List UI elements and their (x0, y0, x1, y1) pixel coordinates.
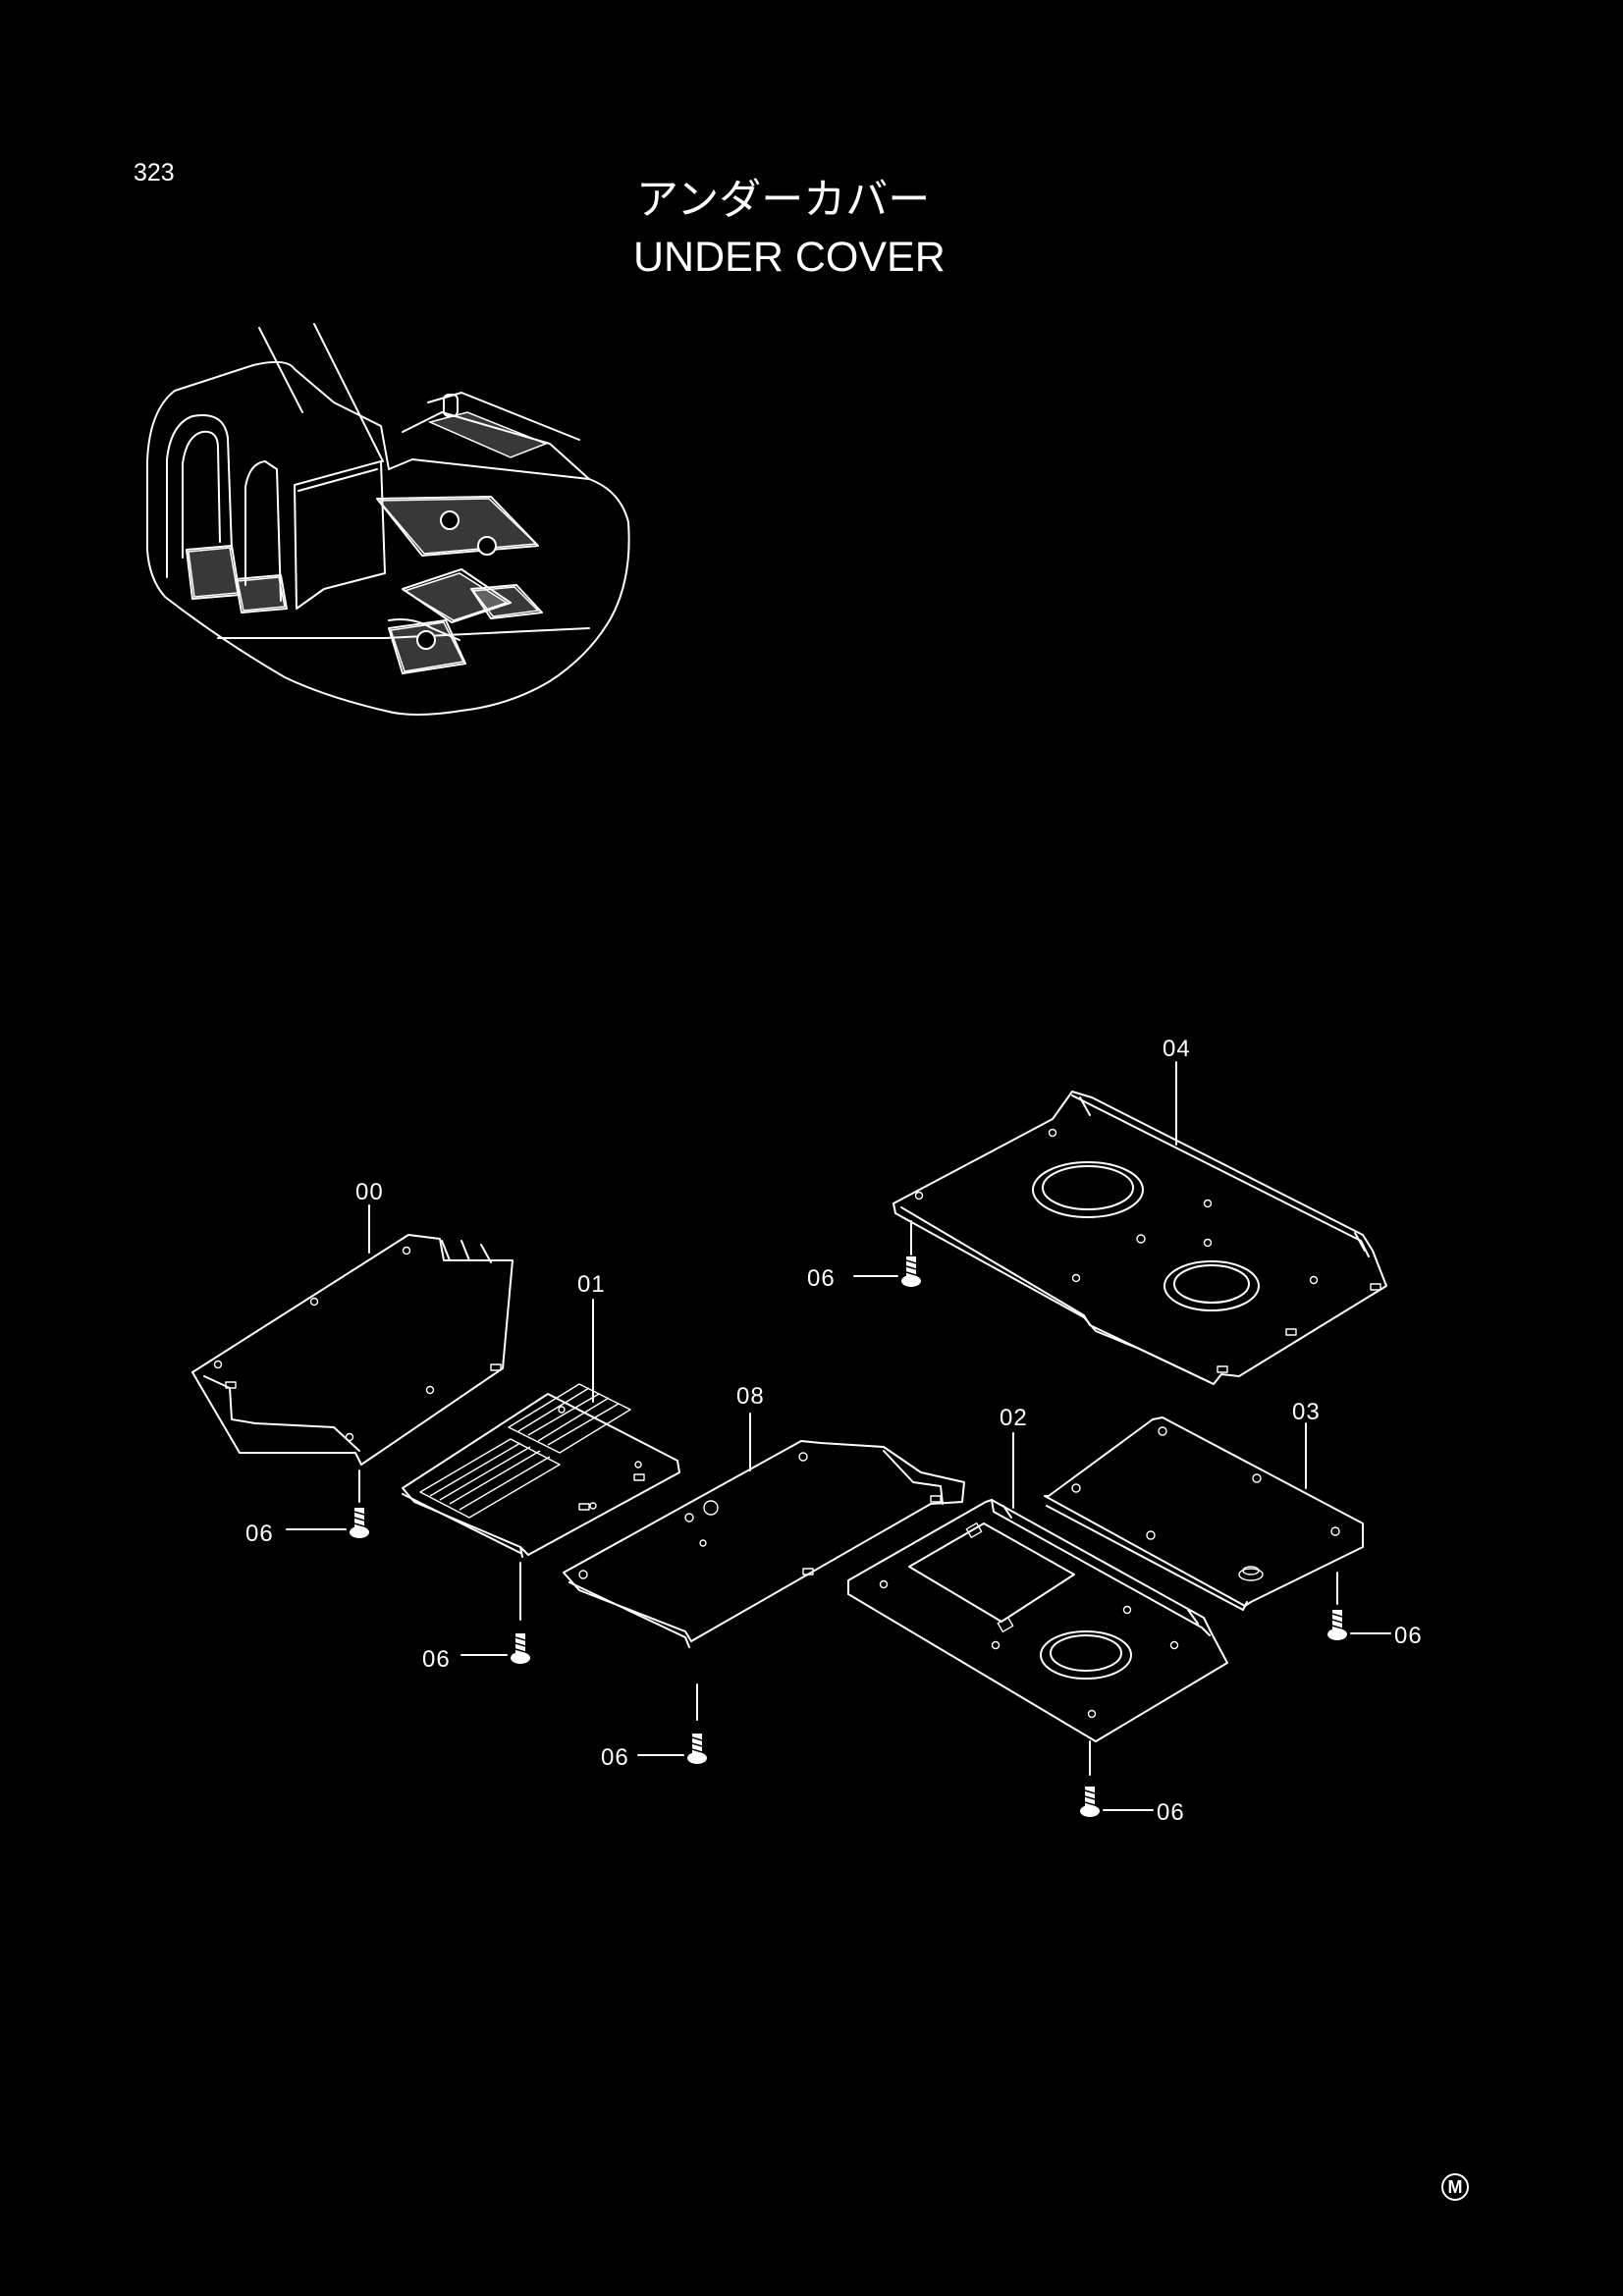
bolt-near-02 (1080, 1740, 1100, 1817)
label-bolt-06-b: 06 (245, 1521, 274, 1547)
label-bolt-06-e: 06 (1394, 1623, 1423, 1649)
leader-lines (286, 1061, 1391, 1811)
label-bolt-06-d: 06 (601, 1744, 629, 1771)
bolt-near-03 (1327, 1572, 1347, 1640)
label-bolt-06-f: 06 (1157, 1799, 1185, 1826)
bolt-near-04 (901, 1220, 921, 1287)
part-03-cover (1044, 1416, 1364, 1611)
circled-m-mark: M (1441, 2173, 1469, 2201)
page-number: 323 (134, 159, 175, 187)
title-english: UNDER COVER (633, 234, 946, 281)
bolt-near-01 (511, 1562, 530, 1664)
title-japanese: アンダーカバー (636, 177, 930, 224)
part-04-cover (893, 1091, 1387, 1385)
part-00-cover (191, 1234, 514, 1466)
excavator-key-map (146, 323, 630, 716)
label-part-03: 03 (1292, 1399, 1321, 1425)
label-part-02: 02 (1000, 1405, 1028, 1431)
part-08-cover (563, 1440, 965, 1648)
label-part-08: 08 (736, 1383, 765, 1410)
bolt-near-00 (350, 1469, 369, 1538)
label-bolt-06-c: 06 (422, 1646, 451, 1673)
mark-letter: M (1448, 2177, 1463, 2197)
label-bolt-06-a: 06 (807, 1265, 836, 1292)
part-01-cover (402, 1383, 680, 1558)
label-part-00: 00 (355, 1179, 384, 1205)
bolt-near-08 (687, 1683, 707, 1764)
label-part-04: 04 (1163, 1036, 1191, 1062)
label-part-01: 01 (577, 1271, 606, 1298)
part-02-cover (847, 1499, 1228, 1742)
